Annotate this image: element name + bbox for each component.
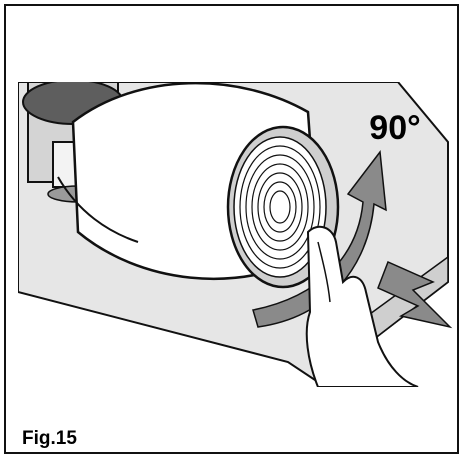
installation-illustration (18, 82, 453, 387)
figure-frame: 90° Fig.15 (4, 4, 459, 454)
rotation-angle-label: 90° (369, 108, 421, 147)
hand-illustration (305, 225, 419, 387)
figure-caption: Fig.15 (22, 428, 77, 449)
push-arrow-icon (377, 260, 453, 329)
